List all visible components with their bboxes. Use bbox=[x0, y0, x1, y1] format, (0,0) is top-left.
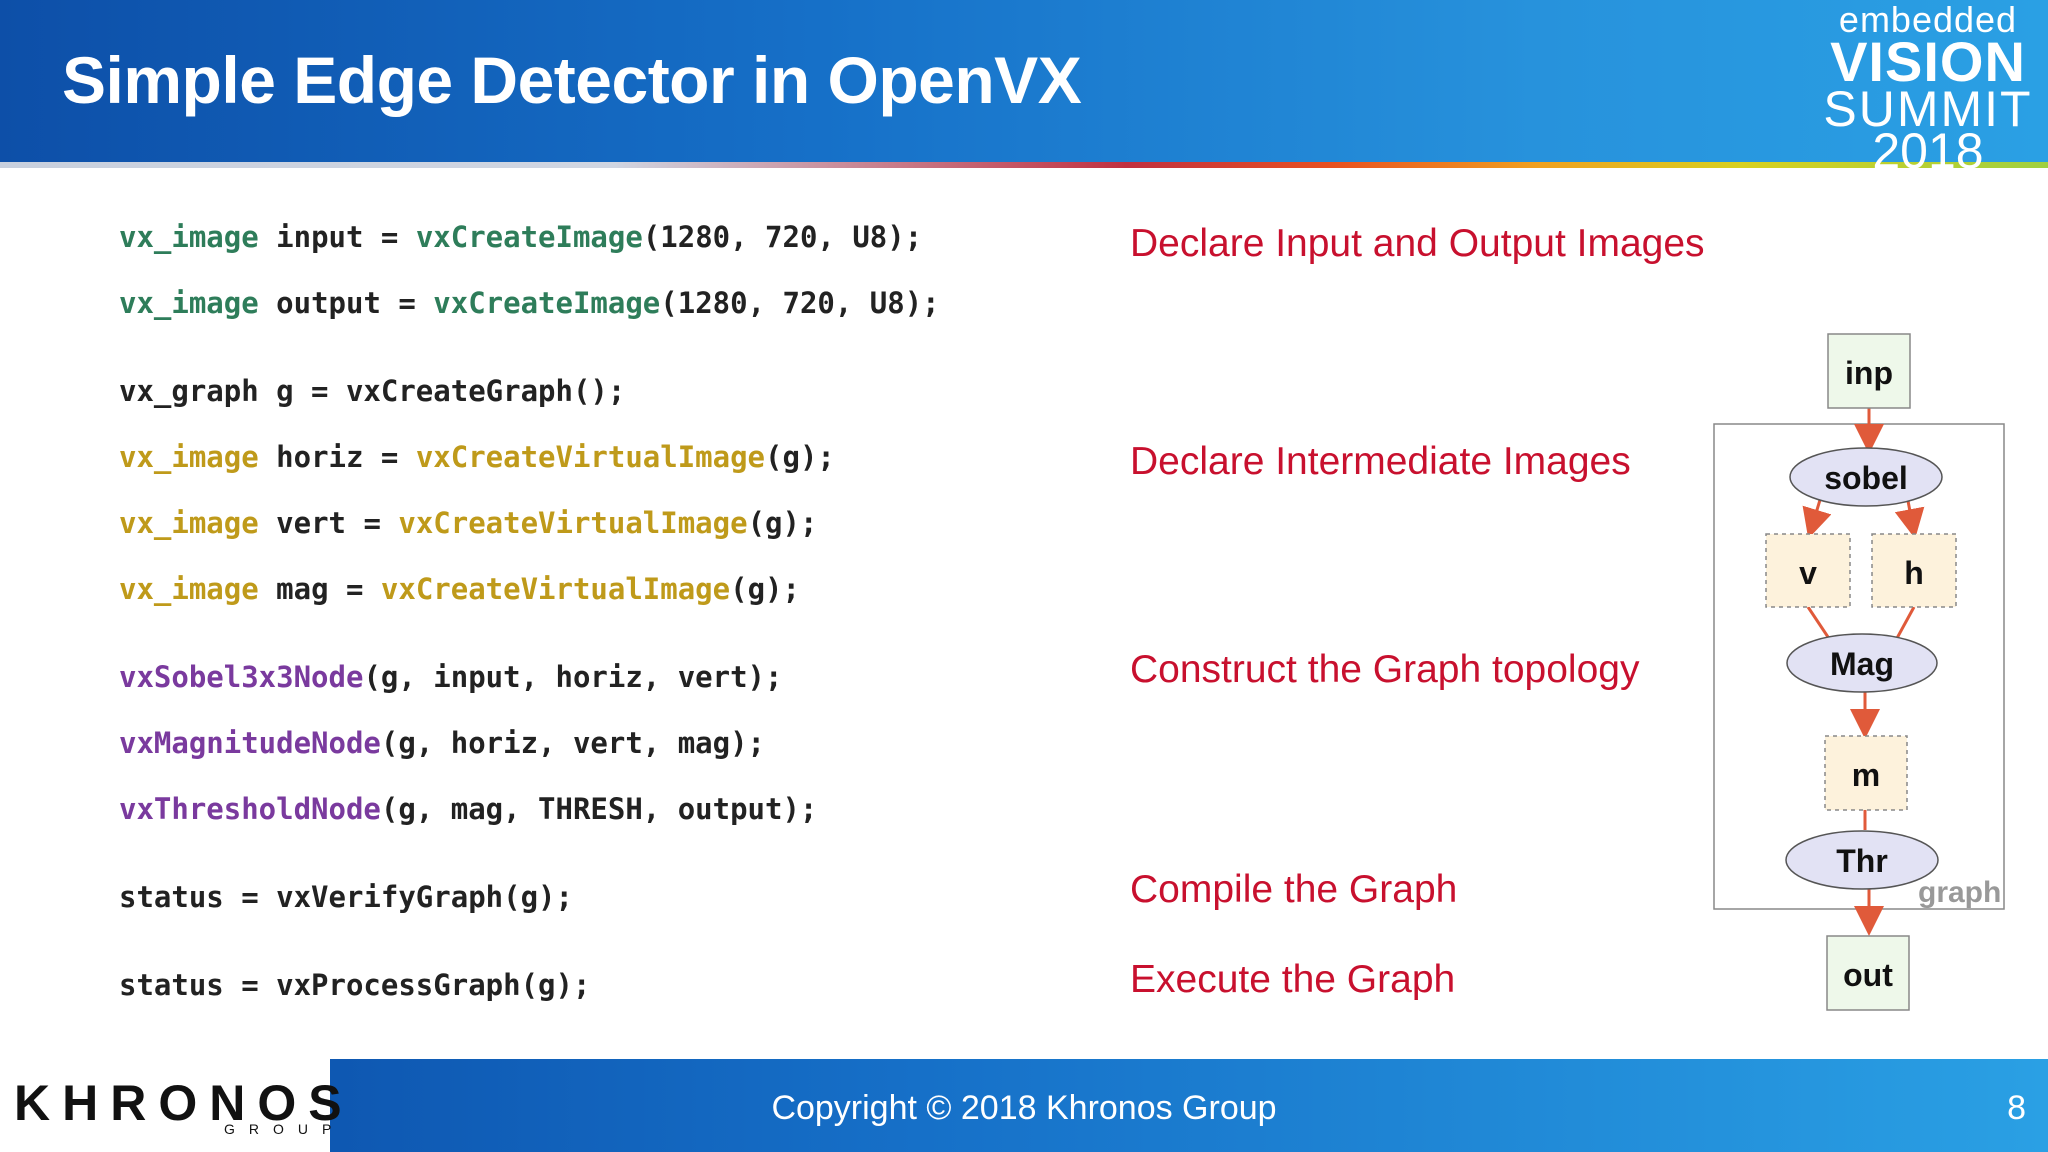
code-line: vxSobel3x3Node(g, input, horiz, vert); bbox=[119, 660, 782, 694]
code-token: status = vxProcessGraph(g); bbox=[119, 968, 591, 1002]
event-logo: embedded VISION SUMMIT 2018 bbox=[1818, 0, 2038, 179]
code-token: vxSobel3x3Node bbox=[119, 660, 364, 694]
code-token: mag = bbox=[258, 572, 381, 606]
code-token: status = vxVerifyGraph(g); bbox=[119, 880, 573, 914]
node-out bbox=[1826, 935, 1910, 1011]
graph-container bbox=[1713, 423, 2005, 910]
annotation-compile-graph: Compile the Graph bbox=[1130, 868, 1458, 911]
node-mag bbox=[1786, 633, 1938, 693]
code-token: (g, mag, THRESH, output); bbox=[380, 792, 818, 826]
code-token: vx_image bbox=[119, 506, 259, 540]
code-token: vx_graph g = vxCreateGraph(); bbox=[119, 374, 626, 408]
code-token: (1280, 720, U8); bbox=[642, 220, 923, 254]
code-token: (g, horiz, vert, mag); bbox=[380, 726, 766, 760]
code-token: vert = bbox=[258, 506, 399, 540]
edge-h-mag bbox=[1894, 606, 1916, 641]
node-h bbox=[1871, 533, 1957, 608]
logo-line-4: 2018 bbox=[1872, 123, 1984, 179]
khronos-logo-subtitle: GROUP bbox=[224, 1121, 346, 1137]
code-token: vx_image bbox=[119, 572, 259, 606]
node-v-label: v bbox=[1799, 555, 1817, 591]
edge-sobel-h bbox=[1894, 489, 1925, 539]
edge-v-mag bbox=[1806, 606, 1832, 641]
node-inp-label: inp bbox=[1845, 355, 1893, 391]
code-token: (g, input, horiz, vert); bbox=[363, 660, 783, 694]
footer-bar bbox=[0, 1059, 2048, 1152]
code-token: vxCreateVirtualImage bbox=[398, 506, 748, 540]
code-line: vx_image vert = vxCreateVirtualImage(g); bbox=[119, 506, 817, 540]
code-token: vxThresholdNode bbox=[119, 792, 381, 826]
code-line: vxThresholdNode(g, mag, THRESH, output); bbox=[119, 792, 817, 826]
logo-line-2: VISION bbox=[1830, 30, 2026, 93]
slide-title: Simple Edge Detector in OpenVX bbox=[62, 43, 1082, 117]
code-line: vxMagnitudeNode(g, horiz, vert, mag); bbox=[119, 726, 765, 760]
khronos-logo-background bbox=[0, 1059, 330, 1152]
node-thr bbox=[1785, 830, 1939, 890]
code-token: vx_image bbox=[119, 286, 259, 320]
code-line: status = vxVerifyGraph(g); bbox=[119, 880, 573, 914]
edge-sobel-v bbox=[1802, 489, 1832, 539]
code-token: output = bbox=[258, 286, 434, 320]
annotation-execute-graph: Execute the Graph bbox=[1130, 958, 1456, 1001]
annotation-construct-graph: Construct the Graph topology bbox=[1130, 648, 1640, 691]
node-m-label: m bbox=[1852, 757, 1880, 793]
graph-label: graph bbox=[1918, 876, 2001, 909]
node-mag-label: Mag bbox=[1830, 646, 1894, 682]
logo-line-3: SUMMIT bbox=[1823, 81, 2033, 137]
khronos-logo: KHRONOS bbox=[14, 1075, 354, 1131]
code-token: vxCreateVirtualImage bbox=[380, 572, 731, 606]
node-inp bbox=[1827, 333, 1911, 409]
node-m bbox=[1824, 735, 1908, 811]
code-line: vx_graph g = vxCreateGraph(); bbox=[119, 374, 625, 408]
code-token: (g); bbox=[747, 506, 818, 540]
code-line: vx_image input = vxCreateImage(1280, 720… bbox=[119, 220, 922, 254]
logo-line-1: embedded bbox=[1838, 0, 2018, 40]
page-number: 8 bbox=[2007, 1089, 2026, 1127]
code-token: vx_image bbox=[119, 440, 259, 474]
code-line: vx_image mag = vxCreateVirtualImage(g); bbox=[119, 572, 800, 606]
title-bar bbox=[0, 0, 2048, 162]
code-token: vxMagnitudeNode bbox=[119, 726, 381, 760]
header-divider bbox=[0, 162, 2048, 168]
code-line: status = vxProcessGraph(g); bbox=[119, 968, 590, 1002]
copyright-text: Copyright © 2018 Khronos Group bbox=[771, 1089, 1277, 1127]
annotation-declare-intermediate: Declare Intermediate Images bbox=[1130, 440, 1631, 483]
annotation-declare-io: Declare Input and Output Images bbox=[1130, 222, 1705, 265]
code-token: input = bbox=[258, 220, 416, 254]
code-token: vxCreateImage bbox=[415, 220, 643, 254]
node-sobel-label: sobel bbox=[1824, 460, 1908, 496]
code-token: vxCreateVirtualImage bbox=[415, 440, 766, 474]
code-line: vx_image horiz = vxCreateVirtualImage(g)… bbox=[119, 440, 835, 474]
code-token: vx_image bbox=[119, 220, 259, 254]
node-h-label: h bbox=[1904, 555, 1924, 591]
code-token: (g); bbox=[730, 572, 800, 606]
node-thr-label: Thr bbox=[1836, 843, 1888, 879]
code-token: vxCreateImage bbox=[433, 286, 661, 320]
code-token: (1280, 720, U8); bbox=[660, 286, 940, 320]
code-token: horiz = bbox=[258, 440, 416, 474]
node-out-label: out bbox=[1843, 957, 1893, 993]
node-sobel bbox=[1789, 447, 1943, 507]
node-v bbox=[1765, 533, 1851, 608]
code-line: vx_image output = vxCreateImage(1280, 72… bbox=[119, 286, 940, 320]
code-token: (g); bbox=[765, 440, 835, 474]
